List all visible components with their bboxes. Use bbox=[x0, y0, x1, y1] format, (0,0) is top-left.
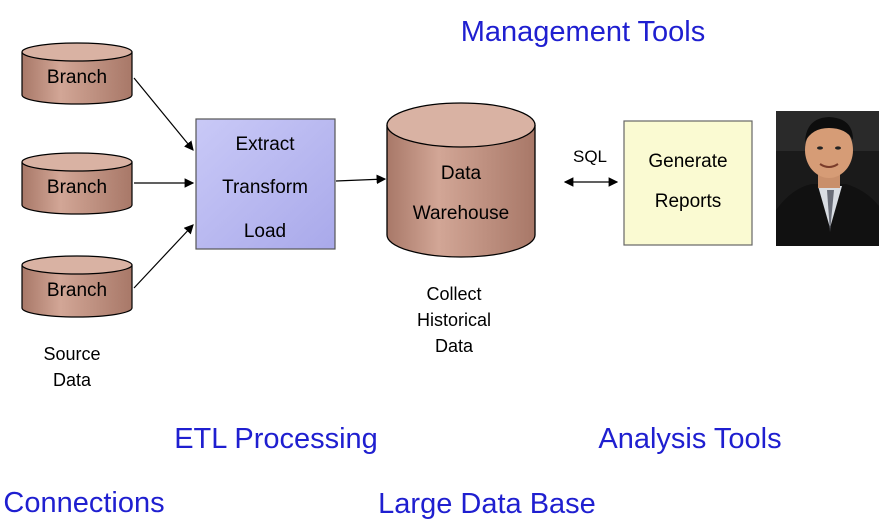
management-tools-heading: Management Tools bbox=[461, 16, 706, 48]
warehouse-caption-line2: Historical bbox=[417, 310, 491, 330]
warehouse-caption-line1: Collect bbox=[426, 284, 481, 304]
etl-box: Extract Transform Load bbox=[195, 118, 336, 250]
branch-cylinder-2: Branch bbox=[21, 152, 133, 215]
etl-load-label: Load bbox=[244, 221, 286, 242]
generate-reports-box: Generate Reports bbox=[623, 120, 753, 246]
source-data-caption-line2: Data bbox=[53, 370, 92, 390]
branch-cylinder-1: Branch bbox=[21, 42, 133, 105]
branch-cylinder-3: Branch bbox=[21, 255, 133, 318]
branch-label: Branch bbox=[47, 280, 107, 301]
sql-label: SQL bbox=[573, 147, 607, 166]
warehouse-data-label: Data bbox=[441, 163, 482, 184]
reports-generate-label: Generate bbox=[648, 151, 727, 172]
arrow-branch1-to-etl bbox=[133, 77, 194, 151]
branch-label: Branch bbox=[47, 177, 107, 198]
etl-extract-label: Extract bbox=[235, 134, 295, 155]
presenter-photo bbox=[776, 111, 879, 246]
reports-reports-label: Reports bbox=[655, 191, 722, 212]
data-warehouse-cylinder: Data Warehouse bbox=[386, 102, 536, 258]
branch-label: Branch bbox=[47, 67, 107, 88]
warehouse-warehouse-label: Warehouse bbox=[413, 203, 509, 224]
arrow-etl-to-warehouse bbox=[335, 174, 387, 185]
arrow-branch3-to-etl bbox=[133, 224, 194, 289]
warehouse-caption-line3: Data bbox=[435, 336, 474, 356]
source-data-caption-line1: Source bbox=[43, 344, 100, 364]
etl-processing-heading: ETL Processing bbox=[174, 423, 378, 455]
large-data-base-heading: Large Data Base bbox=[378, 488, 596, 520]
connections-heading: Connections bbox=[3, 487, 164, 519]
etl-transform-label: Transform bbox=[222, 177, 308, 198]
analysis-tools-heading: Analysis Tools bbox=[598, 423, 781, 455]
